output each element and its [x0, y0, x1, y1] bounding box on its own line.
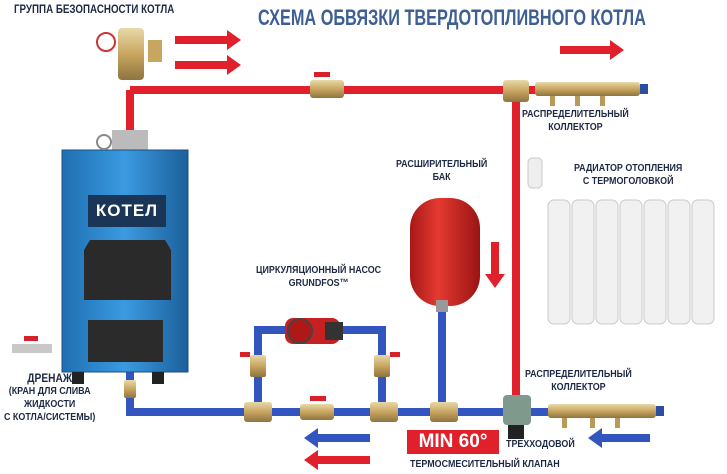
page-title: СХЕМА ОБВЯЗКИ ТВЕРДОТОПЛИВНОГО КОТЛА	[258, 5, 646, 30]
label-line: GRUNDFOS™	[288, 277, 349, 289]
min-temp-badge: MIN 60°	[407, 430, 499, 454]
boiler	[61, 130, 189, 384]
label-line: С КОТЛА/СИСТЕМЫ)	[4, 411, 96, 423]
hot-arrow	[175, 30, 241, 50]
label-line: ЦИРКУЛЯЦИОННЫЙ НАСОС	[256, 264, 382, 276]
label-line: КОЛЛЕКТОР	[548, 121, 603, 133]
label-line: КОЛЛЕКТОР	[551, 381, 606, 393]
three-way-valve	[503, 395, 531, 439]
hot-arrow-down	[485, 242, 505, 288]
label-line: БАК	[432, 171, 451, 183]
manifold-bottom	[548, 404, 664, 428]
hot-arrow	[175, 55, 241, 75]
label-line: РАСШИРИТЕЛЬНЫЙ	[396, 158, 488, 170]
safety-group-label: ГРУППА БЕЗОПАСНОСТИ КОТЛА	[14, 4, 175, 16]
cold-arrow	[304, 428, 370, 448]
radiator	[527, 157, 715, 325]
cold-return-pipe	[126, 305, 550, 416]
flow-arrows	[175, 30, 650, 470]
valve-label-1: ТРЕХХОДОВОЙ	[506, 438, 575, 450]
label-line: РАДИАТОР ОТОПЛЕНИЯ	[574, 162, 683, 174]
hot-arrow	[560, 40, 624, 60]
ball-valve-handles	[24, 72, 400, 401]
boiler-label: КОТЕЛ	[95, 201, 159, 220]
cold-arrow	[588, 428, 650, 448]
expansion-tank	[410, 198, 480, 312]
circulation-pump	[285, 318, 343, 344]
label-line: РАСПРЕДЕЛИТЕЛЬНЫЙ	[522, 108, 629, 120]
label-line: С ТЕРМОГОЛОВКОЙ	[582, 175, 674, 187]
safety-group	[96, 28, 162, 80]
hot-arrow	[304, 450, 370, 470]
fittings	[124, 80, 529, 422]
label-line: ЖИДКОСТИ	[24, 398, 76, 410]
valve-label-2: ТЕРМОСМЕСИТЕЛЬНЫЙ КЛАПАН	[410, 458, 560, 470]
label-line: РАСПРЕДЕЛИТЕЛЬНЫЙ	[525, 368, 632, 380]
label-line: (КРАН ДЛЯ СЛИВА	[8, 385, 91, 397]
drain-valve	[12, 344, 52, 353]
manifold-top	[535, 82, 648, 106]
label-line: ДРЕНАЖ	[27, 371, 73, 385]
